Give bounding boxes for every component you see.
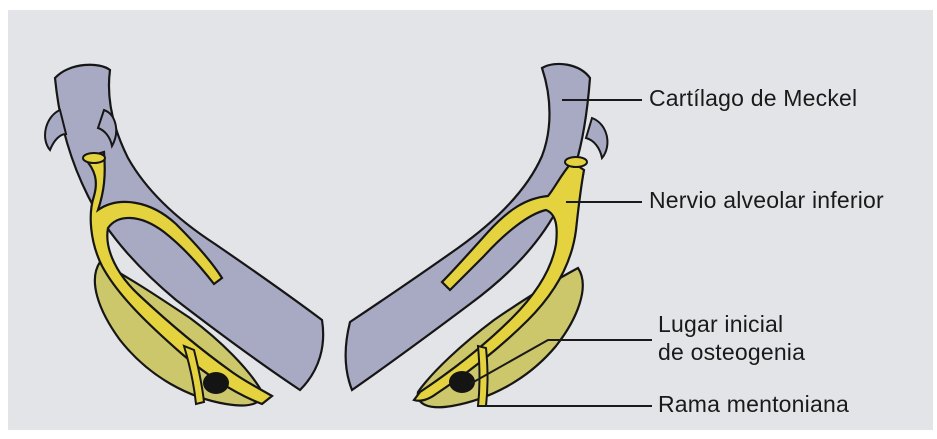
label-meckel-cartilage: Cartílago de Meckel [649, 85, 857, 112]
right-ossification-spot [449, 371, 475, 393]
right-nerve-stump [565, 157, 587, 167]
left-nerve-stump [83, 153, 105, 163]
label-ossification-site: Lugar inicial de osteogenia [658, 310, 805, 366]
label-inferior-alveolar-nerve: Nervio alveolar inferior [649, 187, 884, 214]
left-ossification-spot [203, 372, 229, 394]
label-ossification-line1: Lugar inicial [658, 310, 805, 338]
label-mental-branch: Rama mentoniana [658, 391, 849, 418]
label-ossification-line2: de osteogenia [658, 338, 805, 366]
